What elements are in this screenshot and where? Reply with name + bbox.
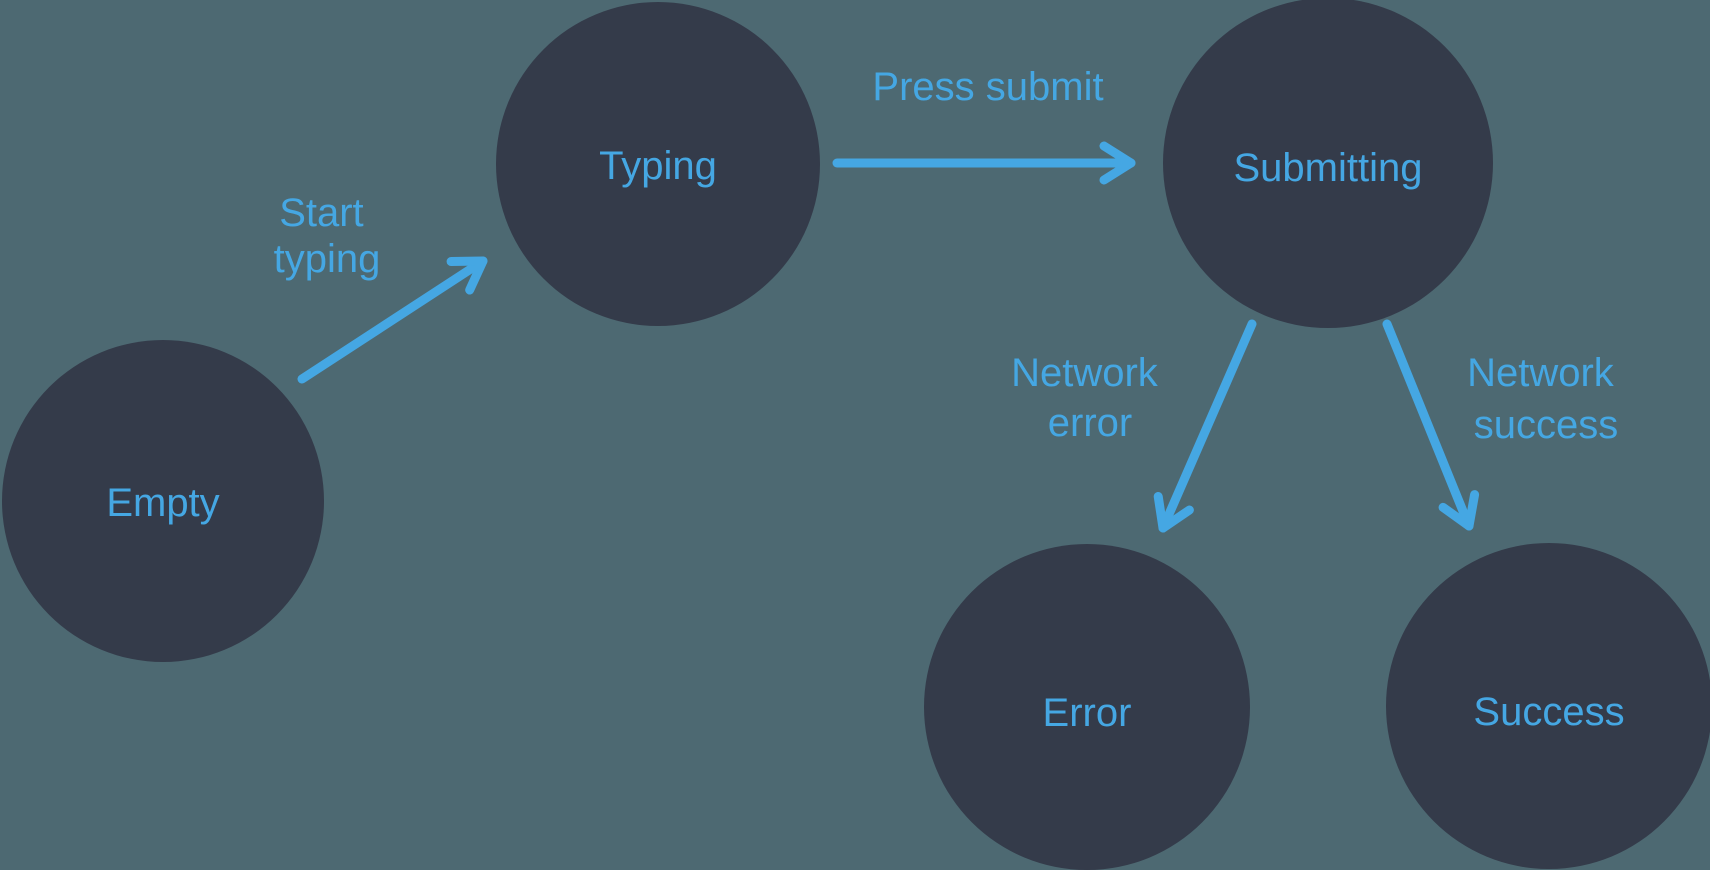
node-submitting-circle [1163,0,1493,328]
edge-arrow-start-typing [297,256,488,384]
edge-label-press-submit: Press submit [872,65,1103,109]
node-typing-circle [496,2,820,326]
node-success-label: Success [1473,690,1624,734]
edge-label-network-error: Network error [1011,351,1169,445]
node-submitting-label: Submitting [1234,146,1423,190]
node-error: Error [924,544,1250,870]
edge-label-start-typing: Start typing [274,191,381,281]
node-empty-circle [2,340,324,662]
edge-arrow-network-error [1153,319,1257,533]
edge-label-network-success: Network success [1467,351,1625,447]
edge-arrow-network-success [1382,319,1480,531]
node-typing: Typing [496,2,820,326]
node-error-label: Error [1043,691,1132,735]
node-empty-label: Empty [106,481,219,525]
node-success: Success [1386,543,1710,869]
node-typing-label: Typing [599,144,717,188]
node-submitting: Submitting [1163,0,1493,328]
node-empty: Empty [2,340,324,662]
node-success-circle [1386,543,1710,869]
node-error-circle [924,544,1250,870]
